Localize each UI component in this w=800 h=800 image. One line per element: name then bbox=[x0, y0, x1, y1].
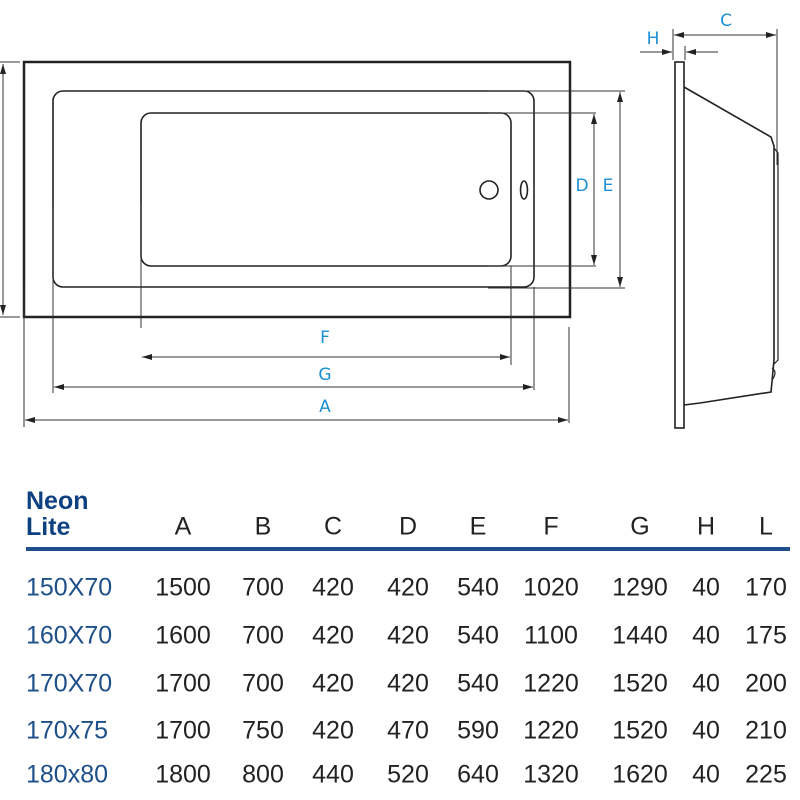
cell-h: 40 bbox=[692, 621, 720, 650]
cell-e: 540 bbox=[457, 573, 499, 602]
cell-h: 40 bbox=[692, 760, 720, 789]
cell-l: 175 bbox=[745, 621, 787, 650]
cell-d: 470 bbox=[387, 716, 429, 745]
label-h: H bbox=[647, 29, 660, 49]
label-c: C bbox=[720, 11, 732, 31]
drain-icon bbox=[479, 180, 499, 200]
cell-l: 200 bbox=[745, 669, 787, 698]
column-header-f: F bbox=[543, 512, 559, 541]
label-d: D bbox=[575, 176, 588, 196]
cell-f: 1020 bbox=[523, 573, 579, 602]
label-g: G bbox=[318, 365, 331, 385]
cell-a: 1800 bbox=[155, 760, 211, 789]
bathtub-technical-drawing: D E F G A H C bbox=[0, 11, 779, 429]
model-name: 170X70 bbox=[26, 669, 113, 698]
cell-g: 1440 bbox=[612, 621, 668, 650]
cell-b: 750 bbox=[242, 716, 284, 745]
title-line-2: Lite bbox=[26, 513, 71, 541]
column-header-h: H bbox=[696, 512, 716, 541]
column-header-e: E bbox=[469, 512, 487, 541]
column-header-g: G bbox=[630, 512, 650, 541]
cell-e: 540 bbox=[457, 669, 499, 698]
cell-h: 40 bbox=[692, 716, 720, 745]
side-view bbox=[674, 61, 779, 429]
overflow-icon bbox=[519, 180, 529, 200]
cell-f: 1220 bbox=[523, 669, 579, 698]
dimension-lines bbox=[0, 29, 778, 427]
cell-b: 700 bbox=[242, 669, 284, 698]
column-header-l: L bbox=[759, 512, 773, 541]
cell-c: 420 bbox=[312, 573, 354, 602]
column-header-a: A bbox=[174, 512, 192, 541]
label-e: E bbox=[603, 176, 614, 196]
inner-rim bbox=[52, 90, 535, 288]
cell-d: 420 bbox=[387, 621, 429, 650]
cell-g: 1620 bbox=[612, 760, 668, 789]
cell-g: 1520 bbox=[612, 716, 668, 745]
column-header-d: D bbox=[398, 512, 418, 541]
cell-c: 440 bbox=[312, 760, 354, 789]
model-name: 170x75 bbox=[26, 716, 109, 745]
cell-a: 1600 bbox=[155, 621, 211, 650]
cell-e: 590 bbox=[457, 716, 499, 745]
cell-f: 1320 bbox=[523, 760, 579, 789]
cell-c: 420 bbox=[312, 716, 354, 745]
cell-g: 1290 bbox=[612, 573, 668, 602]
cell-h: 40 bbox=[692, 573, 720, 602]
header-divider bbox=[26, 547, 790, 551]
cell-f: 1220 bbox=[523, 716, 579, 745]
cell-g: 1520 bbox=[612, 669, 668, 698]
cell-b: 700 bbox=[242, 573, 284, 602]
cell-d: 420 bbox=[387, 669, 429, 698]
cell-f: 1100 bbox=[524, 621, 578, 650]
cell-l: 170 bbox=[745, 573, 787, 602]
cell-a: 1700 bbox=[155, 669, 211, 698]
dimension-labels: D E F G A H C bbox=[318, 11, 732, 417]
cell-c: 420 bbox=[312, 669, 354, 698]
outer-rim bbox=[22, 60, 572, 319]
cell-l: 210 bbox=[745, 716, 787, 745]
cell-e: 640 bbox=[457, 760, 499, 789]
table-title: Neon Lite bbox=[26, 488, 89, 540]
cell-e: 540 bbox=[457, 621, 499, 650]
model-name: 150X70 bbox=[26, 573, 113, 602]
title-line-1: Neon bbox=[26, 487, 89, 515]
cell-h: 40 bbox=[692, 669, 720, 698]
cell-b: 800 bbox=[242, 760, 284, 789]
cell-a: 1700 bbox=[155, 716, 211, 745]
cell-b: 700 bbox=[242, 621, 284, 650]
cell-d: 420 bbox=[387, 573, 429, 602]
cell-c: 420 bbox=[312, 621, 354, 650]
model-name: 180x80 bbox=[26, 760, 109, 789]
cell-d: 520 bbox=[387, 760, 429, 789]
column-header-b: B bbox=[254, 512, 272, 541]
cell-a: 1500 bbox=[155, 573, 211, 602]
model-name: 160X70 bbox=[26, 621, 113, 650]
label-f: F bbox=[320, 328, 330, 348]
side-flange bbox=[674, 61, 685, 429]
label-a: A bbox=[319, 397, 331, 417]
basin-floor bbox=[140, 112, 512, 267]
column-header-c: C bbox=[323, 512, 343, 541]
cell-l: 225 bbox=[745, 760, 787, 789]
top-view bbox=[22, 60, 572, 319]
side-body bbox=[683, 86, 775, 406]
